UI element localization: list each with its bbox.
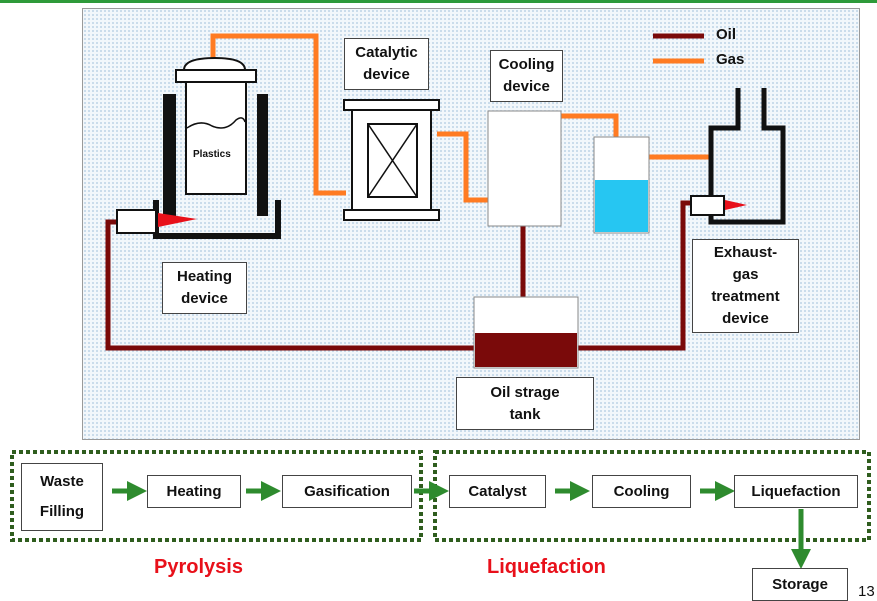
exhaust-device-drawing bbox=[690, 88, 786, 225]
heater-lid bbox=[182, 56, 247, 71]
heater-vessel bbox=[185, 81, 247, 195]
page-number: 13 bbox=[858, 583, 875, 600]
cooling-device-drawing bbox=[487, 110, 562, 227]
gas-line-catalytic-to-cooling bbox=[437, 131, 488, 203]
pyrolysis-frame bbox=[10, 450, 423, 542]
legend-gas-label: Gas bbox=[716, 51, 745, 68]
liquefaction-frame bbox=[433, 450, 871, 542]
oil-lines bbox=[105, 200, 691, 351]
top-rule bbox=[0, 0, 877, 3]
catalytic-bottom-flange bbox=[343, 209, 440, 221]
liquefaction-stage-label: Liquefaction bbox=[487, 556, 606, 578]
heater-left-leg bbox=[163, 94, 176, 216]
oil-tank-label: Oil strage tank bbox=[456, 377, 594, 430]
step-gasification: Gasification bbox=[282, 475, 412, 508]
plastics-level bbox=[186, 117, 246, 129]
heater-flame bbox=[158, 213, 197, 227]
heater-burner bbox=[116, 209, 157, 234]
exhaust-device-label: Exhaust- gas treatment device bbox=[692, 239, 799, 333]
step-waste-filling: Waste Filling bbox=[21, 463, 103, 531]
catalytic-device-drawing bbox=[343, 99, 440, 221]
catalytic-device-label: Catalytic device bbox=[344, 38, 429, 90]
heater-right-leg bbox=[257, 94, 268, 216]
step-liquefaction: Liquefaction bbox=[734, 475, 858, 508]
exhaust-body bbox=[708, 88, 786, 225]
catalytic-top-flange bbox=[343, 99, 440, 111]
heating-device-drawing bbox=[116, 56, 281, 239]
legend-oil-label: Oil bbox=[716, 26, 737, 43]
water-fill bbox=[595, 180, 648, 232]
step-storage: Storage bbox=[752, 568, 848, 601]
oil-tank-drawing bbox=[473, 296, 579, 369]
exhaust-burner bbox=[690, 195, 725, 216]
plastics-label: Plastics bbox=[193, 149, 231, 160]
exhaust-flame bbox=[725, 200, 747, 210]
diagram-panel bbox=[82, 8, 860, 440]
step-catalyst: Catalyst bbox=[449, 475, 546, 508]
cooling-device-label: Cooling device bbox=[490, 50, 563, 102]
step-heating: Heating bbox=[147, 475, 241, 508]
oil-fill bbox=[475, 333, 577, 367]
heating-device-label: Heating device bbox=[162, 262, 247, 314]
flow-arrows bbox=[112, 481, 811, 569]
catalyst-cross-b bbox=[367, 123, 418, 198]
water-tank-drawing bbox=[593, 136, 650, 234]
step-cooling: Cooling bbox=[592, 475, 691, 508]
oil-line-return bbox=[105, 219, 474, 351]
oil-line-exhaust bbox=[578, 200, 691, 351]
heater-rim bbox=[175, 69, 257, 83]
pyrolysis-stage-label: Pyrolysis bbox=[154, 556, 243, 578]
gas-line-heater-to-catalytic bbox=[210, 33, 346, 196]
